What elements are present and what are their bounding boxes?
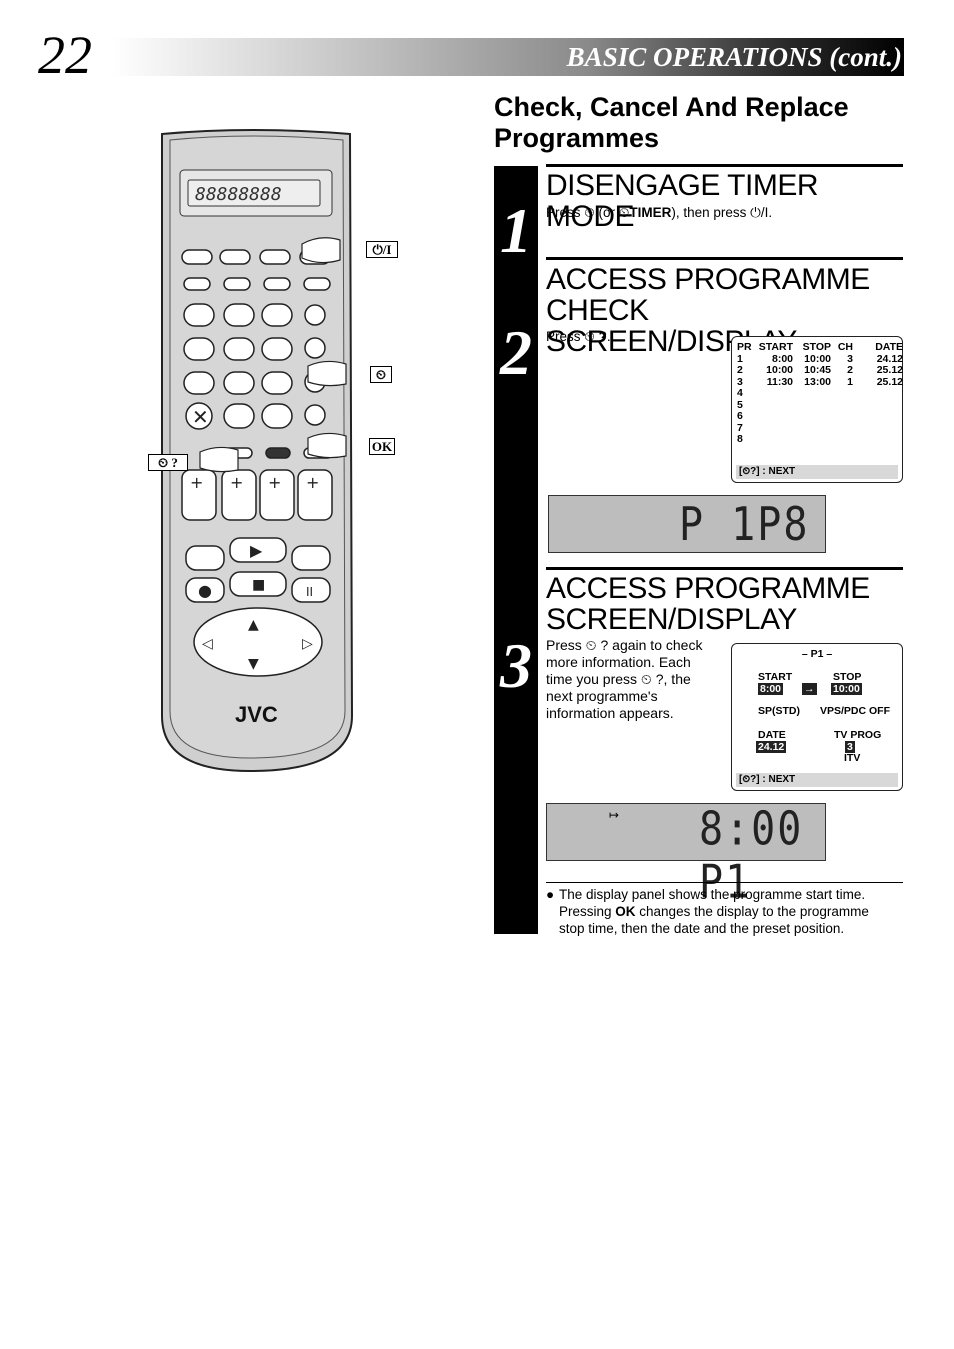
vps-status: VPS/PDC OFF: [820, 705, 891, 717]
table-header: STOP: [802, 341, 831, 353]
osd-footer: [⏲?] : NEXT: [736, 465, 898, 479]
step-1-rule: [546, 164, 903, 167]
svg-text:✕: ✕: [192, 405, 209, 429]
table-cell: 2: [737, 364, 743, 376]
step-1-text: Press ⏲ (or ⏲TIMER), then press ⏻/I.: [546, 205, 773, 220]
programme-detail-screen: – P1 – START 8:00 → STOP 10:00 SP(STD) V…: [731, 643, 903, 791]
svg-text:+: +: [190, 473, 203, 492]
table-cell: 13:00: [804, 375, 831, 388]
table-header: START: [758, 341, 793, 353]
page-number: 22: [38, 25, 92, 85]
table-cell: 3: [847, 352, 853, 365]
table-cell: 1: [737, 352, 743, 365]
clock-icon: ⏲: [742, 466, 751, 477]
svg-text:88888888: 88888888: [195, 184, 282, 205]
table-cell: 10:45: [804, 364, 831, 376]
power-icon: ⏻/I: [750, 205, 769, 220]
date-label: DATE: [758, 729, 786, 741]
table-cell: 7: [737, 421, 743, 434]
table-cell: 6: [737, 410, 743, 422]
bullet-icon: ●: [546, 887, 555, 902]
svg-text:●: ●: [198, 581, 212, 600]
callout-timer: ⏲: [370, 366, 392, 383]
clock-icon: ⏲: [584, 205, 595, 220]
lcd-display-step2: P 1P8: [548, 495, 826, 553]
step-number-1: 1: [500, 195, 532, 266]
svg-text:+: +: [306, 473, 319, 492]
table-cell: 8:00: [771, 352, 793, 365]
svg-text:■: ■: [252, 577, 265, 593]
osd-footer: [⏲?] : NEXT: [736, 773, 898, 787]
note-rule: [546, 882, 903, 883]
svg-text:▷: ▷: [302, 636, 313, 652]
step-2-rule: [546, 257, 903, 260]
step-bar: 1 2 3: [494, 166, 538, 934]
date-value: 24.12: [756, 741, 787, 753]
svg-text:+: +: [230, 473, 243, 492]
step-1-title: DISENGAGE TIMER MODE: [546, 169, 819, 233]
svg-text:◁: ◁: [202, 636, 213, 652]
remote-brand: JVC: [235, 702, 278, 727]
main-heading: Check, Cancel And Replace Programmes: [494, 92, 849, 153]
start-value: 8:00: [758, 683, 784, 695]
step-number-2: 2: [500, 317, 532, 388]
table-cell: 3: [737, 375, 743, 388]
lcd-display-step3: ↦ 8:00 P1: [546, 803, 826, 909]
section-title: BASIC OPERATIONS (cont.): [566, 42, 902, 72]
table-cell: 10:00: [766, 364, 793, 376]
clock-icon: ⏲: [742, 774, 751, 785]
clock-icon: ⏲: [618, 205, 630, 220]
callout-power: ⏻/I: [366, 241, 398, 258]
table-cell: 4: [737, 387, 743, 399]
step-3-title: ACCESS PROGRAMME SCREEN/DISPLAY: [546, 572, 870, 636]
svg-text:▼: ▼: [248, 656, 259, 672]
table-cell: 2: [847, 364, 853, 376]
step-3-text: Press ⏲ ? again to check more informatio…: [546, 637, 703, 721]
step-3-rule: [546, 567, 903, 570]
table-cell: 11:30: [766, 375, 793, 388]
tvprog-value: 3: [845, 741, 855, 753]
stop-label: STOP: [833, 671, 862, 683]
svg-text:II: II: [306, 585, 313, 599]
table-cell: 24.12: [876, 352, 903, 365]
svg-text:▲: ▲: [248, 617, 259, 633]
timer-indicator-icon: ↦: [609, 808, 620, 822]
callout-ok: OK: [369, 438, 395, 455]
step-2-text: Press ⏲ ?.: [546, 329, 611, 344]
table-cell: 25.12: [876, 375, 903, 388]
svg-text:+: +: [268, 473, 281, 492]
programme-title: – P1 –: [801, 648, 833, 660]
table-header: DATE: [875, 341, 903, 353]
tvprog-label: TV PROG: [834, 729, 882, 741]
table-cell: 25.12: [876, 364, 903, 376]
table-cell: 1: [847, 375, 853, 388]
table-cell: 5: [737, 398, 743, 411]
table-header: CH: [837, 341, 853, 353]
table-cell: 10:00: [804, 352, 831, 365]
step-number-3: 3: [500, 630, 532, 701]
svg-text:▶: ▶: [250, 541, 263, 560]
remote-control: 88888888 ✕ + + + + ▶ ■ ● II ▲ ▼ ◁ ▷ JVC: [161, 129, 354, 773]
header-bar: [112, 38, 904, 76]
record-mode: SP(STD): [758, 705, 800, 717]
table-cell: 8: [737, 433, 743, 445]
channel-name: ITV: [844, 752, 861, 764]
arrow-right-icon: →: [802, 683, 817, 695]
callout-check: ⏲ ?: [148, 454, 188, 471]
start-label: START: [758, 671, 793, 683]
note-text: ● The display panel shows the programme …: [546, 887, 869, 936]
table-header: PR: [737, 341, 752, 353]
clock-icon: ⏲: [584, 329, 595, 344]
stop-value: 10:00: [831, 683, 862, 695]
